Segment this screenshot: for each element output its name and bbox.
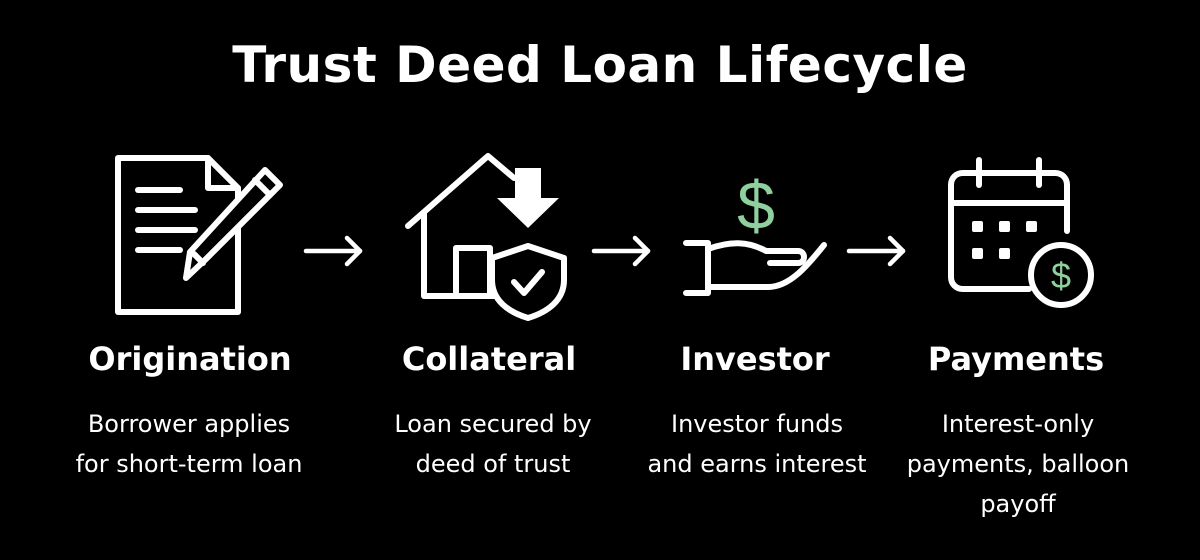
step-title-payments: Payments [927, 340, 1105, 378]
calendar-dollar-icon: $ [945, 155, 1105, 315]
arrow-right-icon [303, 234, 365, 268]
step-title-investor: Investor [680, 340, 830, 378]
svg-text:$: $ [737, 168, 775, 244]
step-description-investor: Investor funds and earns interest [647, 410, 867, 478]
step-title-origination: Origination [88, 340, 292, 378]
step-description-origination: Borrower applies for short-term loan [75, 410, 303, 478]
house-shield-icon [400, 148, 595, 321]
page-title: Trust Deed Loan Lifecycle [232, 36, 968, 94]
document-pencil-icon [110, 150, 300, 325]
arrow-right-icon [846, 234, 908, 268]
hand-dollar-icon: $ [680, 165, 830, 305]
step-description-payments: Interest-only payments, balloon payoff [906, 410, 1130, 518]
step-title-collateral: Collateral [401, 340, 577, 378]
svg-text:$: $ [1051, 255, 1071, 296]
step-description-collateral: Loan secured by deed of trust [394, 410, 592, 478]
arrow-right-icon [591, 234, 653, 268]
